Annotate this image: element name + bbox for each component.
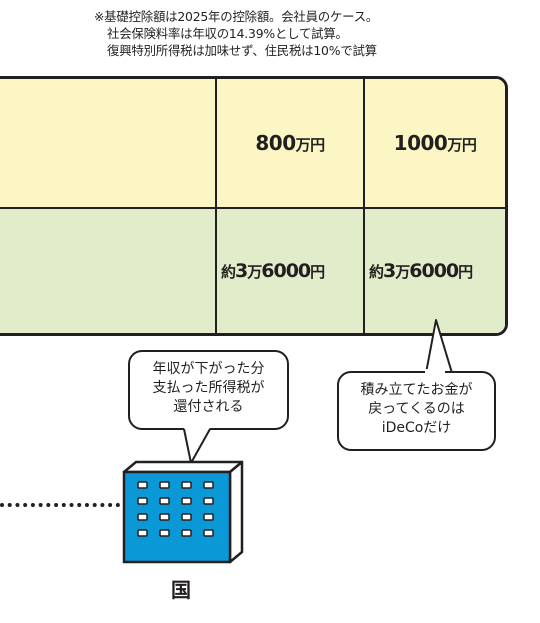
income-number: 800 <box>255 131 296 155</box>
government-label: 国 <box>171 578 191 602</box>
refund-value: 約3万6000円 <box>221 260 325 282</box>
footnote-line: ※基礎控除額は2025年の控除額。会社員のケース。 <box>94 9 379 24</box>
bubble-tail-icon <box>425 319 453 374</box>
income-cell-1000: 1000万円 <box>363 79 505 207</box>
refund-prefix: 約 <box>221 263 236 281</box>
refund-value: 約3万6000円 <box>369 260 473 282</box>
ideco-speech-bubble: 積み立てたお金が 戻ってくるのは iDeCoだけ <box>337 371 496 451</box>
footnote-line: 復興特別所得税は加味せず、住民税は10%で試算 <box>107 43 377 58</box>
refund-number: 3 <box>235 260 248 282</box>
income-value: 1000万円 <box>394 131 477 155</box>
dotted-connector-line <box>0 503 120 507</box>
refund-row: 約3万6000円 約3万6000円 <box>0 207 505 333</box>
income-unit: 万円 <box>295 136 326 154</box>
bubble-text-line: 年収が下がった分 <box>152 361 265 377</box>
refund-cell-1000: 約3万6000円 <box>363 209 505 333</box>
income-value: 800万円 <box>255 131 326 155</box>
government-speech-bubble: 年収が下がった分 支払った所得税が 還付される <box>128 350 289 430</box>
bubble-text-line: iDeCoだけ <box>381 420 452 436</box>
footnote: ※基礎控除額は2025年の控除額。会社員のケース。 社会保険料率は年収の14.3… <box>94 8 534 59</box>
footnote-line: 社会保険料率は年収の14.39%として試算。 <box>107 26 348 41</box>
refund-unit: 万 <box>247 263 262 281</box>
refund-unit: 万 <box>395 263 410 281</box>
refund-number: 6000 <box>261 260 311 282</box>
comparison-table: 800万円 1000万円 約3万6000円 約3万6000円 <box>0 76 508 336</box>
refund-number: 6000 <box>409 260 459 282</box>
refund-cell-800: 約3万6000円 <box>215 209 363 333</box>
refund-unit: 円 <box>458 263 473 281</box>
bubble-text-line: 還付される <box>173 399 244 415</box>
income-unit: 万円 <box>447 136 477 154</box>
bubble-text-line: 支払った所得税が <box>152 380 265 396</box>
government-building-icon <box>122 460 244 564</box>
refund-unit: 円 <box>310 263 325 281</box>
refund-number: 3 <box>383 260 396 282</box>
income-cell-800: 800万円 <box>215 79 363 207</box>
bubble-text-line: 積み立てたお金が <box>360 382 473 398</box>
annual-income-row: 800万円 1000万円 <box>0 79 505 207</box>
row-header-cell <box>0 79 215 207</box>
refund-prefix: 約 <box>369 263 384 281</box>
income-number: 1000 <box>393 131 448 155</box>
row-header-cell <box>0 209 215 333</box>
bubble-text-line: 戻ってくるのは <box>368 401 465 417</box>
bubble-tail-cover <box>425 369 445 375</box>
